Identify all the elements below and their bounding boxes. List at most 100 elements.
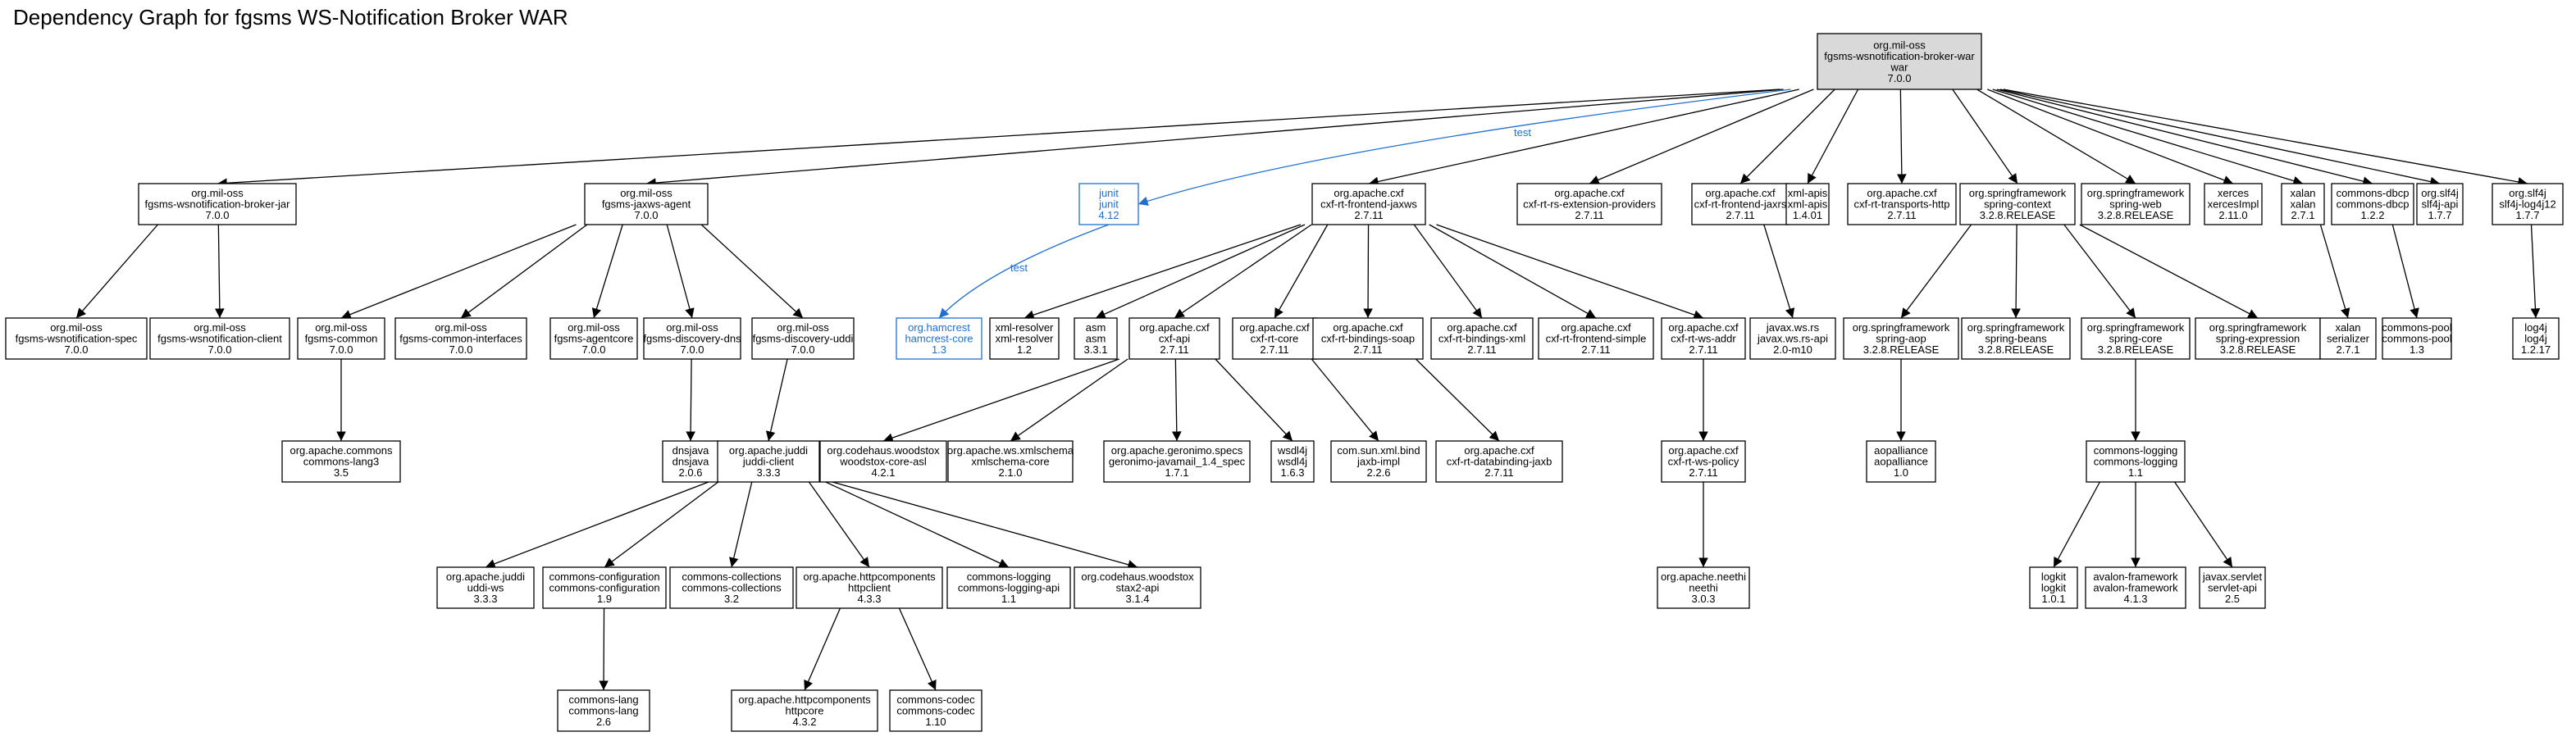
dependency-node-springctx: org.springframeworkspring-context3.2.8.R… xyxy=(1959,183,2076,225)
node-box xyxy=(2382,317,2452,360)
dependency-edge xyxy=(832,481,1138,570)
node-label-line: org.apache.cxf xyxy=(1239,321,1310,334)
dependency-edge xyxy=(666,224,695,319)
node-label-line: 1.7.7 xyxy=(2516,209,2540,221)
node-label-line: 2.7.11 xyxy=(1484,466,1513,479)
node-label-line: xml-apis xyxy=(1788,187,1828,199)
node-label-line: 2.11.0 xyxy=(2218,209,2247,221)
node-label-line: org.slf4j xyxy=(2509,187,2546,199)
dependency-node-springexpr: org.springframeworkspring-expression3.2.… xyxy=(2195,317,2321,360)
dependency-edge xyxy=(2174,481,2233,568)
dependency-edge xyxy=(1413,224,1483,319)
edge-label: test xyxy=(1010,261,1028,274)
node-label-line: xml-resolver xyxy=(996,333,1054,345)
node-label-line: org.springframework xyxy=(2209,321,2307,334)
node-label-line: 2.7.11 xyxy=(1260,343,1288,356)
node-label-line: fgsms-wsnotification-broker-war xyxy=(1824,50,1975,62)
dependency-edge xyxy=(1900,224,1972,319)
dependency-node-cxfjaxws: org.apache.cxfcxf-rt-frontend-jaxws2.7.1… xyxy=(1311,183,1426,225)
node-label-line: cxf-rt-frontend-jaxws xyxy=(1320,198,1417,211)
node-label-line: 1.0.1 xyxy=(2042,593,2066,605)
node-box xyxy=(1538,317,1654,360)
node-box xyxy=(138,183,297,225)
dependency-edge xyxy=(1996,89,2373,186)
node-box xyxy=(1661,317,1746,360)
node-label-line: logkit xyxy=(2041,571,2067,583)
node-label-line: org.apache.cxf xyxy=(1867,187,1937,199)
node-label-line: org.hamcrest xyxy=(908,321,970,334)
node-label-line: 7.0.0 xyxy=(208,343,232,356)
node-box xyxy=(2086,440,2186,483)
node-box xyxy=(2331,183,2414,225)
node-label-line: neethi xyxy=(1689,582,1718,594)
node-label-line: 4.12 xyxy=(1098,209,1119,221)
node-box xyxy=(394,317,527,360)
dependency-edge xyxy=(591,224,623,319)
node-box xyxy=(149,317,290,360)
node-label-line: 7.0.0 xyxy=(681,343,704,356)
node-label-line: 2.7.11 xyxy=(1467,343,1496,356)
node-label-line: commons-configuration xyxy=(549,582,659,594)
dependency-edge xyxy=(340,224,577,320)
node-label-line: org.apache.juddi xyxy=(729,444,808,457)
node-box xyxy=(542,566,667,609)
node-label-line: aopalliance xyxy=(1874,456,1928,468)
node-label-line: fgsms-discovery-uddi xyxy=(753,333,854,345)
node-label-line: fgsms-wsnotification-spec xyxy=(16,333,138,345)
dependency-edge xyxy=(2063,224,2136,319)
dependency-node-woodstoxasl: org.codehaus.woodstoxwoodstox-core-asl4.… xyxy=(819,440,947,483)
node-label-line: 3.1.4 xyxy=(1126,593,1150,605)
dependency-edge xyxy=(1095,224,1306,319)
dependency-edge xyxy=(2530,224,2541,319)
node-label-line: dnsjava xyxy=(672,444,710,457)
node-label-line: fgsms-agentcore xyxy=(554,333,634,345)
node-label-line: commons-codec xyxy=(896,705,975,717)
dependency-edge xyxy=(729,481,753,568)
node-box xyxy=(549,317,638,360)
node-box xyxy=(2085,566,2186,609)
node-label-line: 1.7.7 xyxy=(2428,209,2452,221)
node-label-line: xmlschema-core xyxy=(971,456,1049,468)
node-box xyxy=(1074,317,1118,360)
dependency-edge xyxy=(1311,358,1379,442)
node-label-line: xml-resolver xyxy=(996,321,1054,334)
node-label-line: org.apache.cxf xyxy=(1334,187,1404,199)
node-label-line: org.springframework xyxy=(1969,187,2067,199)
node-label-line: 1.7.1 xyxy=(1165,466,1189,479)
node-label-line: wsdl4j xyxy=(1277,444,1307,457)
node-label-line: commons-logging xyxy=(2094,444,2178,457)
node-label-line: 3.2.8.RELEASE xyxy=(2220,343,2296,356)
node-label-line: 2.7.11 xyxy=(1575,209,1603,221)
node-label-line: fgsms-common-interfaces xyxy=(399,333,522,345)
dependency-edge xyxy=(1429,224,1597,319)
dependency-edge xyxy=(1992,89,2304,186)
node-box xyxy=(2492,183,2564,225)
node-box xyxy=(2512,317,2560,360)
node-label-line: commons-codec xyxy=(896,693,975,706)
node-label-line: xml-apis xyxy=(1788,198,1828,211)
node-label-line: 2.7.11 xyxy=(1887,209,1916,221)
node-box xyxy=(1311,183,1426,225)
node-label-line: spring-web xyxy=(2109,198,2162,211)
node-label-line: 1.0 xyxy=(1894,466,1908,479)
node-box xyxy=(947,440,1074,483)
node-label-line: cxf-rt-transports-http xyxy=(1853,198,1949,211)
dependency-edge xyxy=(1024,224,1302,320)
dependency-edge xyxy=(217,89,1780,189)
node-box xyxy=(1817,33,1982,90)
node-label-line: wsdl4j xyxy=(1277,456,1307,468)
node-label-line: junit xyxy=(1098,187,1119,199)
dependency-node-cxfrsext: org.apache.cxfcxf-rt-rs-extension-provid… xyxy=(1516,183,1662,225)
node-box xyxy=(946,566,1071,609)
dependency-edge xyxy=(825,481,1010,568)
